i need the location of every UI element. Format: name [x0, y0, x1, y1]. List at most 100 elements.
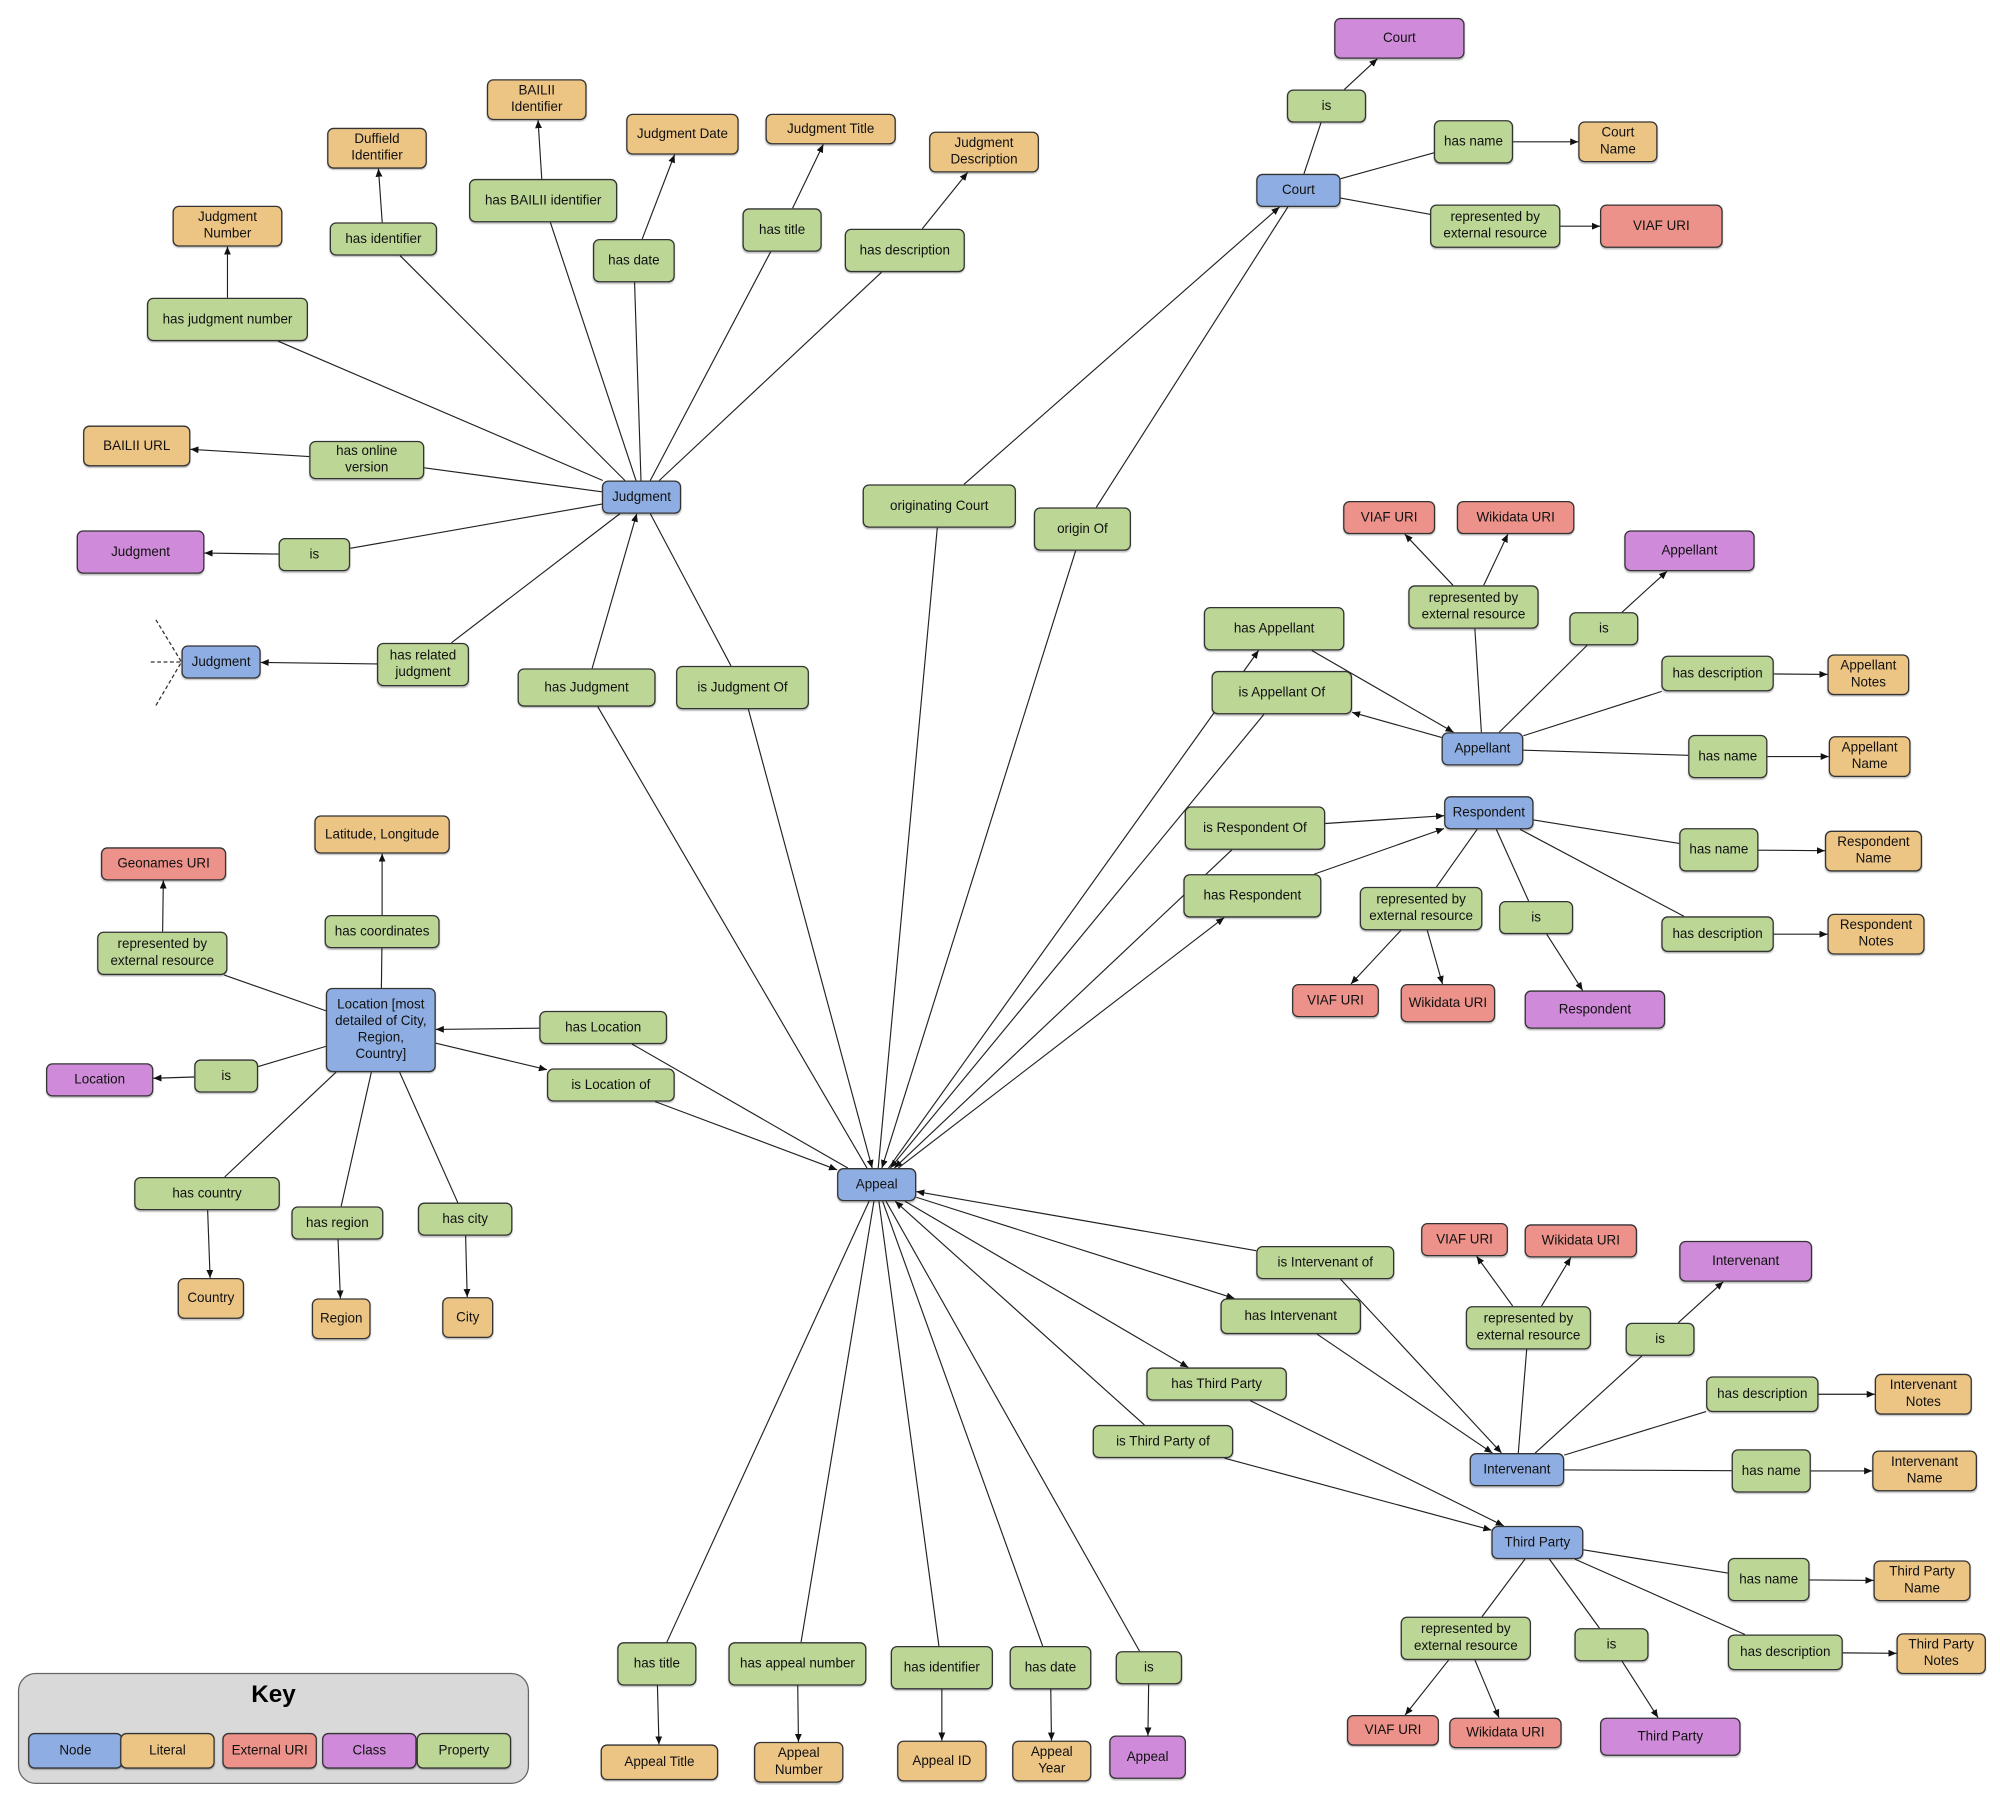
- property-p-isLocOf[interactable]: is Location of: [546, 1068, 675, 1102]
- literal-duff[interactable]: Duffield Identifier: [327, 127, 427, 169]
- property-p-aname[interactable]: has name: [1688, 734, 1768, 779]
- property-p-cname[interactable]: has name: [1433, 120, 1514, 164]
- literal-ayear[interactable]: Appeal Year: [1012, 1740, 1092, 1782]
- property-p-is-l[interactable]: is: [194, 1059, 259, 1093]
- property-p-is-r[interactable]: is: [1499, 900, 1574, 935]
- property-p-country[interactable]: has country: [134, 1177, 280, 1211]
- class-courtclass[interactable]: Court: [1334, 17, 1465, 59]
- literal-bailiiurl[interactable]: BAILII URL: [83, 425, 191, 467]
- external-wiki-i[interactable]: Wikidata URI: [1524, 1224, 1638, 1258]
- literal-jtitle[interactable]: Judgment Title: [765, 113, 896, 145]
- property-p-atitle[interactable]: has title: [617, 1642, 697, 1686]
- property-p-id[interactable]: has identifier: [329, 222, 438, 256]
- property-p-idesc[interactable]: has description: [1706, 1376, 1819, 1413]
- node-respondent[interactable]: Respondent: [1444, 796, 1534, 830]
- property-p-adate[interactable]: has date: [1009, 1646, 1092, 1690]
- property-p-is-i[interactable]: is: [1625, 1322, 1695, 1356]
- literal-jdate[interactable]: Judgment Date: [626, 113, 739, 155]
- property-p-tpname[interactable]: has name: [1727, 1557, 1810, 1602]
- property-p-is-t[interactable]: is: [1574, 1628, 1649, 1662]
- property-p-isJOf[interactable]: is Judgment Of: [676, 665, 809, 710]
- property-p-is-a[interactable]: is: [1569, 612, 1639, 646]
- property-p-anum[interactable]: has appeal number: [728, 1642, 867, 1686]
- literal-region[interactable]: Region: [311, 1298, 371, 1340]
- external-wiki-a[interactable]: Wikidata URI: [1456, 500, 1575, 535]
- literal-inotes[interactable]: Intervenant Notes: [1874, 1373, 1972, 1415]
- property-p-isIntOf[interactable]: is Intervenant of: [1256, 1246, 1395, 1280]
- node-jrel[interactable]: Judgment: [181, 645, 261, 679]
- property-p-iext[interactable]: represented by external resource: [1465, 1306, 1592, 1350]
- external-wiki-r[interactable]: Wikidata URI: [1400, 984, 1496, 1023]
- literal-bailii[interactable]: BAILII Identifier: [486, 79, 587, 121]
- literal-cname[interactable]: Court Name: [1578, 121, 1658, 163]
- literal-jdesc[interactable]: Judgment Description: [929, 131, 1039, 173]
- node-appellant[interactable]: Appellant: [1441, 732, 1524, 766]
- property-p-is-ap[interactable]: is: [1115, 1651, 1183, 1685]
- property-p-hasJ[interactable]: has Judgment: [517, 668, 656, 707]
- literal-iname[interactable]: Intervenant Name: [1872, 1450, 1978, 1492]
- property-p-online[interactable]: has online version: [309, 440, 425, 480]
- node-appeal[interactable]: Appeal: [837, 1168, 917, 1202]
- property-p-cext[interactable]: represented by external resource: [1430, 204, 1561, 248]
- property-p-orig[interactable]: originating Court: [862, 484, 1016, 528]
- property-p-lext[interactable]: represented by external resource: [97, 931, 228, 976]
- property-p-date[interactable]: has date: [592, 238, 675, 283]
- property-p-hasInt[interactable]: has Intervenant: [1220, 1298, 1362, 1335]
- property-p-hasApp[interactable]: has Appellant: [1203, 607, 1345, 651]
- property-p-isAppOf[interactable]: is Appellant Of: [1211, 670, 1353, 715]
- literal-rname[interactable]: Respondent Name: [1824, 830, 1923, 872]
- external-viaf-t[interactable]: VIAF URI: [1346, 1715, 1439, 1746]
- literal-city[interactable]: City: [442, 1297, 494, 1339]
- property-p-isTPOf[interactable]: is Third Party of: [1092, 1424, 1234, 1459]
- literal-anum[interactable]: Appeal Number: [753, 1741, 844, 1783]
- property-p-aext[interactable]: represented by external resource: [1408, 585, 1539, 629]
- property-p-rdesc[interactable]: has description: [1661, 916, 1774, 953]
- node-court[interactable]: Court: [1256, 173, 1341, 208]
- property-p-isRespOf[interactable]: is Respondent Of: [1184, 806, 1326, 850]
- external-viaf-a[interactable]: VIAF URI: [1343, 500, 1436, 535]
- property-p-originOf[interactable]: origin Of: [1033, 507, 1131, 551]
- class-apclass[interactable]: Appeal: [1109, 1735, 1186, 1779]
- node-tp[interactable]: Third Party: [1491, 1525, 1584, 1560]
- property-p-aid[interactable]: has identifier: [890, 1646, 993, 1690]
- property-p-is-j[interactable]: is: [278, 538, 351, 572]
- literal-latlon[interactable]: Latitude, Longitude: [314, 815, 450, 854]
- literal-aname[interactable]: Appellant Name: [1828, 736, 1911, 777]
- literal-aid[interactable]: Appeal ID: [897, 1740, 987, 1782]
- class-tpclass[interactable]: Third Party: [1600, 1717, 1741, 1756]
- node-j[interactable]: Judgment: [601, 480, 682, 514]
- literal-jnum[interactable]: Judgment Number: [172, 205, 283, 247]
- property-p-adesc[interactable]: has description: [1661, 655, 1774, 692]
- property-p-bailii[interactable]: has BAILII identifier: [469, 178, 618, 223]
- property-p-rname[interactable]: has name: [1679, 828, 1759, 872]
- external-viaf-c[interactable]: VIAF URI: [1600, 204, 1723, 248]
- external-viaf-r[interactable]: VIAF URI: [1292, 984, 1379, 1018]
- literal-atitle[interactable]: Appeal Title: [600, 1744, 719, 1781]
- property-p-iname[interactable]: has name: [1731, 1449, 1811, 1493]
- node-loc[interactable]: Location [most detailed of City, Region,…: [325, 987, 436, 1073]
- property-p-jnum[interactable]: has judgment number: [146, 297, 308, 342]
- node-interv[interactable]: Intervenant: [1469, 1453, 1565, 1487]
- property-p-hasLoc[interactable]: has Location: [539, 1010, 668, 1045]
- property-p-region[interactable]: has region: [291, 1206, 384, 1240]
- literal-tpname[interactable]: Third Party Name: [1873, 1560, 1971, 1602]
- property-p-rext[interactable]: represented by external resource: [1359, 886, 1483, 931]
- external-viaf-i[interactable]: VIAF URI: [1421, 1223, 1508, 1257]
- literal-tpnotes[interactable]: Third Party Notes: [1896, 1633, 1986, 1675]
- property-p-rel[interactable]: has related judgment: [376, 642, 470, 687]
- property-p-desc[interactable]: has description: [844, 228, 965, 273]
- literal-anotes[interactable]: Appellant Notes: [1827, 654, 1910, 696]
- class-locclass[interactable]: Location: [46, 1063, 154, 1097]
- literal-country[interactable]: Country: [177, 1277, 245, 1319]
- class-aclass[interactable]: Appellant: [1624, 530, 1755, 572]
- property-p-title[interactable]: has title: [742, 208, 822, 252]
- property-p-is-c[interactable]: is: [1286, 89, 1367, 123]
- external-wiki-t[interactable]: Wikidata URI: [1449, 1717, 1562, 1749]
- property-p-hasResp[interactable]: has Respondent: [1183, 874, 1322, 918]
- property-p-city[interactable]: has city: [417, 1202, 513, 1236]
- external-geon[interactable]: Geonames URI: [100, 847, 227, 881]
- property-p-hasTP[interactable]: has Third Party: [1146, 1367, 1287, 1401]
- literal-rnotes[interactable]: Respondent Notes: [1827, 913, 1925, 955]
- class-jclass[interactable]: Judgment: [76, 530, 205, 574]
- property-p-tpdesc[interactable]: has description: [1727, 1634, 1843, 1671]
